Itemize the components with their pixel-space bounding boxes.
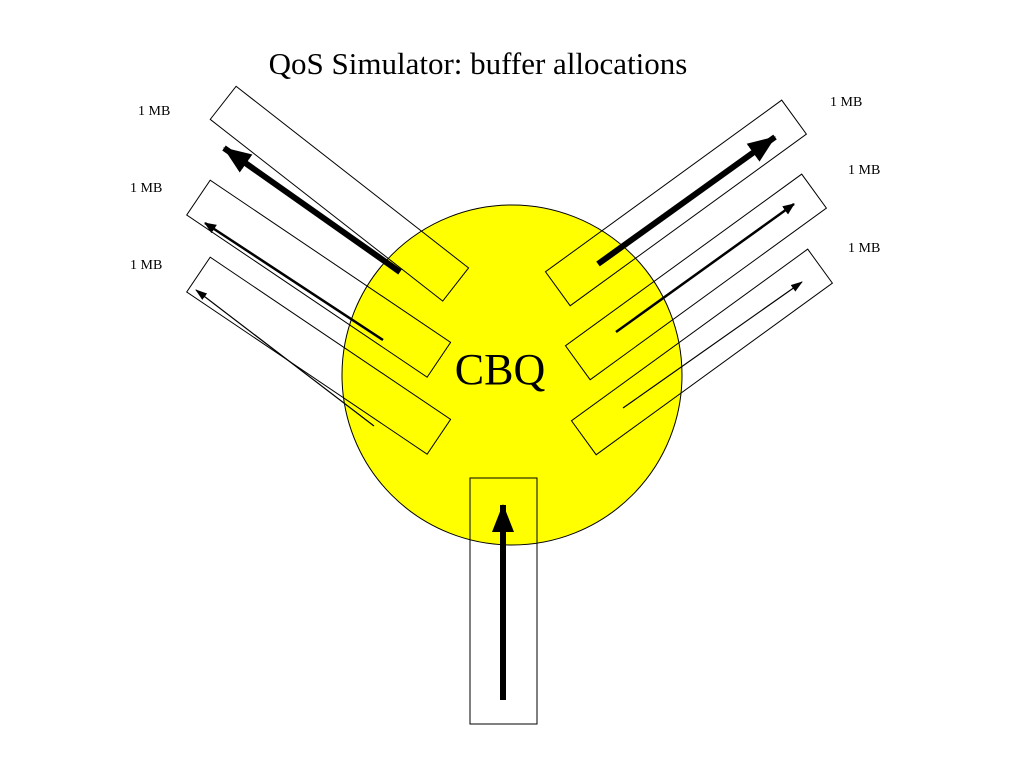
queue-box [544, 99, 808, 307]
buffer-size-label-left-2: 1 MB [130, 181, 162, 196]
output-queue-right-3 [570, 248, 834, 456]
buffer-size-label-right-2: 1 MB [848, 163, 880, 178]
input-queue [469, 477, 538, 725]
buffer-size-label-left-3: 1 MB [130, 258, 162, 273]
flow-arrow-right-1 [596, 134, 777, 267]
buffer-size-label-right-3: 1 MB [848, 241, 880, 256]
output-queue-left-3 [186, 256, 452, 455]
output-queue-right-2 [564, 173, 828, 381]
buffer-size-label-left-1: 1 MB [138, 104, 170, 119]
flow-arrow-left-1 [222, 145, 402, 275]
flow-arrow-right-2 [615, 202, 795, 334]
queue-box [186, 256, 452, 455]
queue-box [564, 173, 828, 381]
cbq-label: CBQ [455, 345, 546, 394]
flow-arrow-left-2 [204, 221, 384, 342]
output-queue-left-2 [186, 179, 452, 378]
buffer-size-label-right-1: 1 MB [830, 95, 862, 110]
input-queue-box [469, 477, 538, 725]
queue-box [186, 179, 452, 378]
queue-box [209, 85, 470, 302]
flow-arrow-left-3 [195, 289, 375, 427]
diagram-title: QoS Simulator: buffer allocations [268, 46, 688, 81]
queue-box [570, 248, 834, 456]
output-queue-right-1 [544, 99, 808, 307]
cbq-node [341, 204, 683, 546]
flow-arrow-right-3 [622, 281, 803, 409]
output-queue-left-1 [209, 85, 470, 302]
